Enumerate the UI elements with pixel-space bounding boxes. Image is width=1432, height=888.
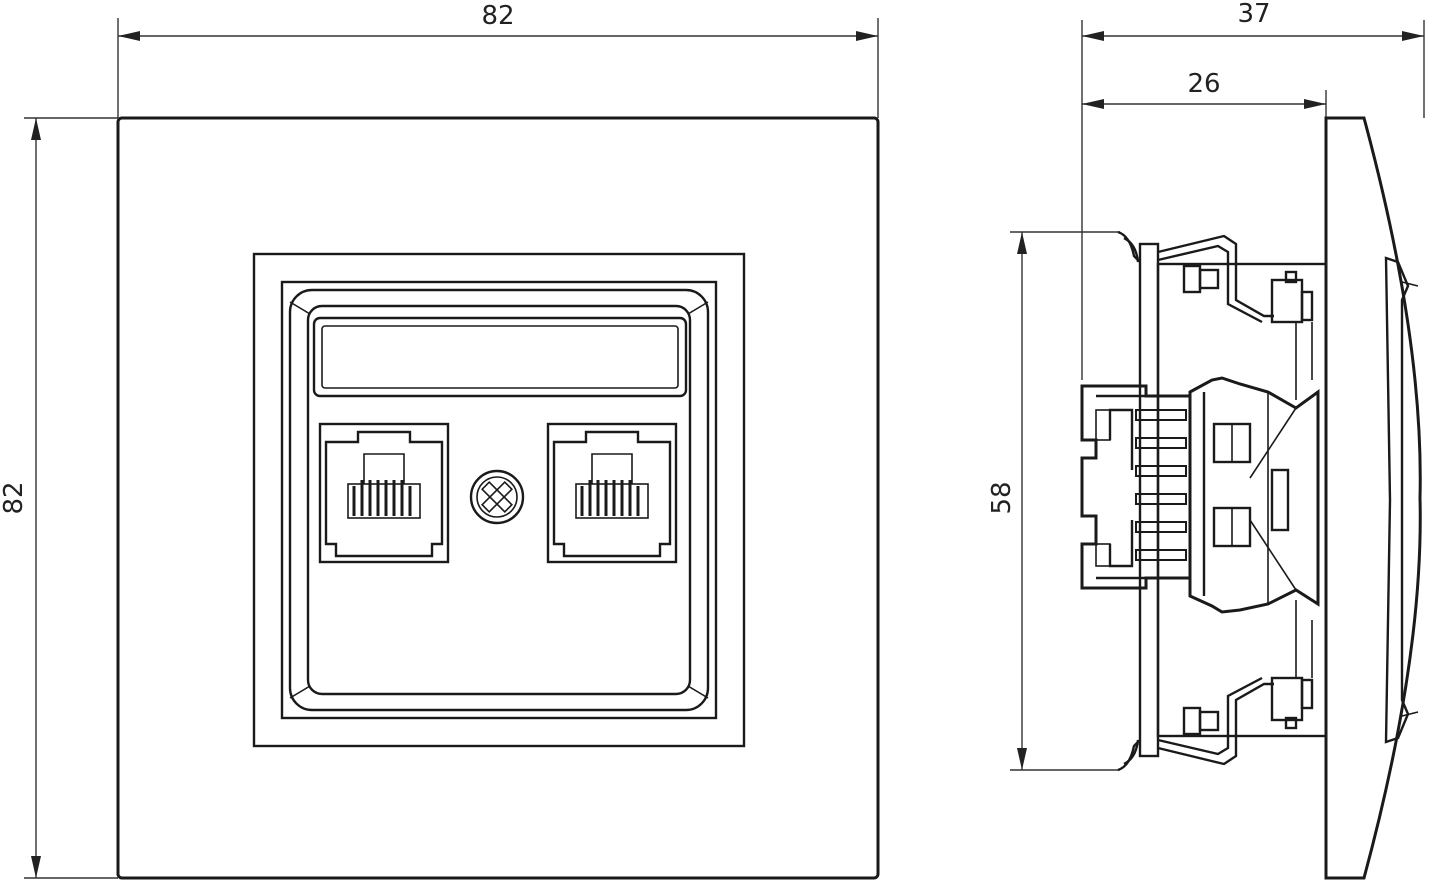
- cover-plate-profile: [1324, 116, 1422, 880]
- side-body-height-dimension: 58: [987, 231, 1120, 771]
- mounting-plate: [1138, 242, 1160, 758]
- insert-frame-inner: [280, 280, 718, 720]
- rj45-port-left: [318, 422, 450, 564]
- mount-depth-label: 26: [1187, 69, 1220, 99]
- side-mount-depth-dimension: 26: [1082, 69, 1327, 118]
- front-height-label: 82: [0, 481, 29, 514]
- front-view: 82 82: [0, 1, 880, 880]
- front-width-dimension: 82: [117, 1, 879, 118]
- module-housing: [1188, 376, 1320, 614]
- rj45-port-right: [546, 422, 678, 564]
- cover-plate-outer: [288, 288, 710, 712]
- top-claw: [1117, 230, 1314, 400]
- label-window-inner: [321, 325, 679, 389]
- body-height-label: 58: [987, 481, 1017, 514]
- rear-connector: [1080, 384, 1192, 590]
- screw-icon: [469, 469, 525, 525]
- side-overall-depth-dimension: 37: [1081, 0, 1425, 380]
- side-view: 37 26 58: [987, 0, 1425, 880]
- label-window-outer: [312, 316, 688, 398]
- insert-frame-outer: [252, 252, 746, 748]
- front-height-dimension: 82: [0, 117, 118, 879]
- bottom-claw: [1117, 600, 1314, 772]
- outer-frame: [116, 116, 880, 880]
- base-body: [1156, 262, 1328, 738]
- overall-depth-label: 37: [1237, 0, 1270, 29]
- cover-plate-inner: [306, 304, 692, 696]
- front-width-label: 82: [481, 1, 514, 31]
